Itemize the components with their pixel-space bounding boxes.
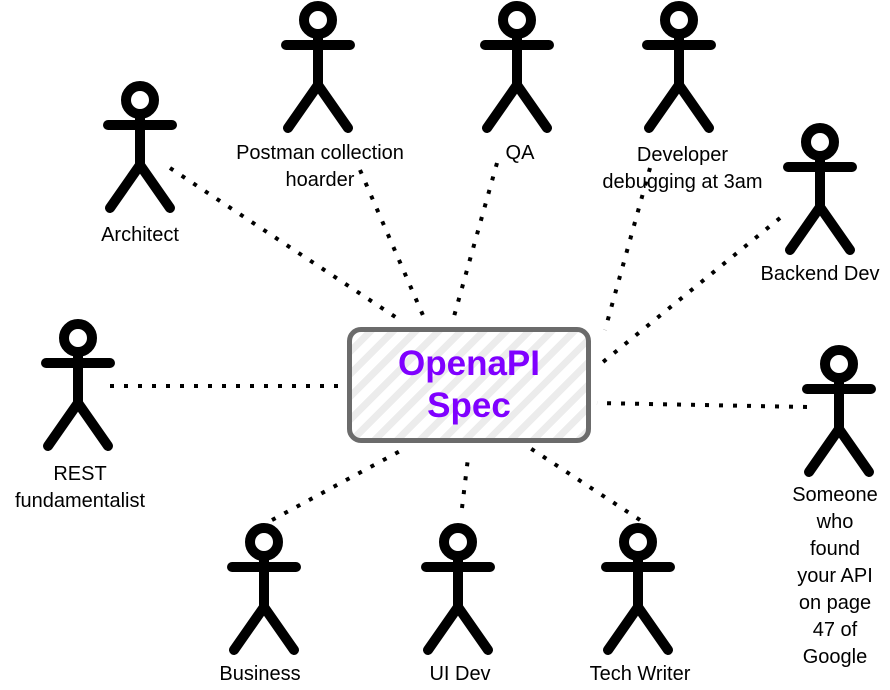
left-leg xyxy=(603,602,643,655)
left-leg xyxy=(785,202,825,255)
actor-label-qa: QA xyxy=(505,142,535,164)
actor-label-postman: Postman collection hoarder xyxy=(236,142,404,191)
stick-figure-google[interactable] xyxy=(802,345,876,477)
actor-label-uidev: UI Dev xyxy=(429,663,491,685)
left-leg xyxy=(482,80,522,133)
right-leg xyxy=(633,602,673,655)
stick-figure-architect[interactable] xyxy=(103,81,177,213)
right-leg xyxy=(674,80,714,133)
connector-developer xyxy=(603,167,652,331)
stick-figure-uidev[interactable] xyxy=(421,523,495,655)
actor-label-backend: Backend Dev xyxy=(760,263,880,285)
stick-figure-qa[interactable] xyxy=(480,1,554,133)
openapi-spec-node[interactable]: OpenaPI Spec xyxy=(347,327,591,443)
left-leg xyxy=(229,602,269,655)
actor-label-architect: Architect xyxy=(101,224,179,246)
stick-figure-business[interactable] xyxy=(227,523,301,655)
right-leg xyxy=(73,398,113,451)
right-leg xyxy=(815,202,855,255)
stick-figure-backend[interactable] xyxy=(783,123,857,255)
connector-google xyxy=(596,401,808,409)
connector-architect xyxy=(168,166,402,322)
actor-label-techwriter: Tech Writer xyxy=(589,663,691,685)
left-leg xyxy=(644,80,684,133)
actor-label-business: Business xyxy=(219,663,301,685)
right-leg xyxy=(834,424,874,477)
actor-label-developer: Developer debugging at 3am xyxy=(602,144,763,193)
connector-uidev xyxy=(460,457,470,509)
connector-business xyxy=(271,448,403,522)
stick-figure-techwriter[interactable] xyxy=(601,523,675,655)
connector-qa xyxy=(451,162,499,321)
left-leg xyxy=(423,602,463,655)
right-leg xyxy=(512,80,552,133)
right-leg xyxy=(313,80,353,133)
right-leg xyxy=(135,160,175,213)
left-leg xyxy=(43,398,83,451)
actors xyxy=(41,1,876,655)
actor-label-google: Someone who found your API on page 47 of… xyxy=(792,484,878,668)
stick-figure-postman[interactable] xyxy=(281,1,355,133)
openapi-spec-title: OpenaPI Spec xyxy=(398,344,540,425)
connector-backend xyxy=(601,216,782,364)
right-leg xyxy=(453,602,493,655)
actor-label-rest: REST fundamentalist xyxy=(14,463,146,512)
connector-techwriter xyxy=(528,446,642,522)
left-leg xyxy=(105,160,145,213)
stick-figure-rest[interactable] xyxy=(41,319,115,451)
connectors xyxy=(110,162,808,522)
left-leg xyxy=(804,424,844,477)
right-leg xyxy=(259,602,299,655)
stick-figure-developer[interactable] xyxy=(642,1,716,133)
left-leg xyxy=(283,80,323,133)
